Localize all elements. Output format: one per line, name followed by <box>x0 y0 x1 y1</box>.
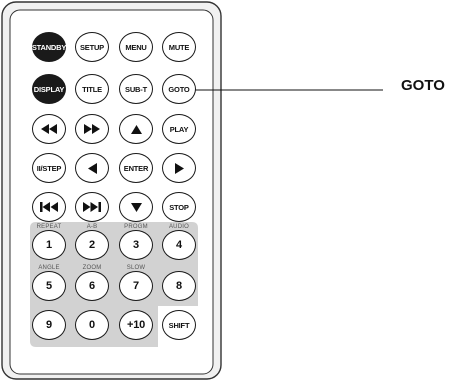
goto-button[interactable]: GOTO <box>162 74 196 104</box>
previous-button[interactable] <box>32 192 66 222</box>
rewind-button[interactable] <box>32 114 66 144</box>
number-0-button[interactable]: 0 <box>75 310 109 340</box>
stop-button[interactable]: STOP <box>162 192 196 222</box>
button-sublabel: A-B <box>86 224 98 230</box>
standby-button[interactable]: STANDBY <box>32 32 66 62</box>
up-button[interactable] <box>119 114 153 144</box>
button-label: MUTE <box>168 42 190 52</box>
number-2-button[interactable]: 2 <box>75 230 109 260</box>
button-label: PLAY <box>169 124 189 134</box>
right-arrow-icon <box>174 162 184 174</box>
button-label: STANDBY <box>31 42 67 52</box>
next-icon <box>83 202 101 212</box>
mute-button[interactable]: MUTE <box>162 32 196 62</box>
button-sublabel: SLOW <box>126 265 146 271</box>
button-label: II/STEP <box>36 163 62 173</box>
left-button[interactable] <box>75 153 109 183</box>
button-label: TITLE <box>82 84 102 94</box>
button-label: 2 <box>89 239 95 251</box>
play-button[interactable]: PLAY <box>162 114 196 144</box>
display-button[interactable]: DISPLAY <box>32 74 66 104</box>
enter-button[interactable]: ENTER <box>119 153 153 183</box>
button-label: GOTO <box>168 84 190 94</box>
button-label: 1 <box>46 239 52 251</box>
setup-button[interactable]: SETUP <box>75 32 109 62</box>
shift-button[interactable]: SHIFT <box>162 310 196 340</box>
number-1-button[interactable]: 1 <box>32 230 66 260</box>
button-label: MENU <box>125 42 147 52</box>
button-label: 7 <box>133 280 139 292</box>
left-arrow-icon <box>87 162 97 174</box>
button-label: 0 <box>89 319 95 331</box>
button-label: 6 <box>89 280 95 292</box>
right-button[interactable] <box>162 153 196 183</box>
button-sublabel: ANGLE <box>38 265 60 271</box>
down-arrow-icon <box>130 202 142 212</box>
button-label: 5 <box>46 280 52 292</box>
button-label: +10 <box>126 319 146 331</box>
button-sublabel: ZOOM <box>82 265 102 271</box>
previous-icon <box>40 202 58 212</box>
number-7-button[interactable]: 7 <box>119 271 153 301</box>
sub-t-button[interactable]: SUB-T <box>119 74 153 104</box>
button-label: STOP <box>169 202 189 212</box>
number-pad-area <box>30 222 198 347</box>
pause-step-button[interactable]: II/STEP <box>32 153 66 183</box>
number-4-button[interactable]: 4 <box>162 230 196 260</box>
button-sublabel: REPEAT <box>36 224 62 230</box>
next-button[interactable] <box>75 192 109 222</box>
title-button[interactable]: TITLE <box>75 74 109 104</box>
number-9-button[interactable]: 9 <box>32 310 66 340</box>
fast-forward-button[interactable] <box>75 114 109 144</box>
fast-forward-icon <box>84 124 100 134</box>
goto-callout-label: GOTO <box>401 77 445 94</box>
plus-10-button[interactable]: +10 <box>119 310 153 340</box>
button-label: SUB-T <box>125 84 147 94</box>
number-8-button[interactable]: 8 <box>162 271 196 301</box>
button-label: 9 <box>46 319 52 331</box>
button-label: 4 <box>176 239 182 251</box>
button-label: DISPLAY <box>33 84 65 94</box>
number-5-button[interactable]: 5 <box>32 271 66 301</box>
button-label: SETUP <box>79 42 104 52</box>
down-button[interactable] <box>119 192 153 222</box>
button-label: 8 <box>176 280 182 292</box>
number-6-button[interactable]: 6 <box>75 271 109 301</box>
button-label: ENTER <box>123 163 149 173</box>
rewind-icon <box>41 124 57 134</box>
button-label: 3 <box>133 239 139 251</box>
button-label: SHIFT <box>168 320 190 330</box>
menu-button[interactable]: MENU <box>119 32 153 62</box>
button-sublabel: AUDIO <box>168 224 189 230</box>
number-3-button[interactable]: 3 <box>119 230 153 260</box>
button-sublabel: PROGM <box>124 224 148 230</box>
up-arrow-icon <box>130 124 142 134</box>
